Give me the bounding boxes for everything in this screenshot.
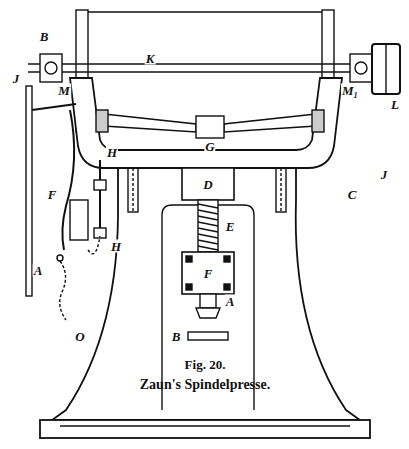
- screw-threads: [198, 204, 218, 250]
- belt-pulley: [372, 44, 400, 94]
- pulley-line: [385, 44, 386, 94]
- frame-bolts: [128, 168, 286, 212]
- thread-stroke: [198, 228, 218, 232]
- part-letter: G: [204, 140, 215, 153]
- bolt-head: [224, 256, 230, 262]
- thread-stroke: [198, 216, 218, 220]
- part-letter: O: [74, 330, 85, 343]
- part-letter: A: [33, 264, 44, 277]
- part-letter: H: [110, 240, 122, 253]
- part-letter: J: [380, 168, 389, 181]
- press-column: [52, 168, 360, 420]
- spindle-screw: [198, 200, 218, 252]
- lower-die: [188, 332, 228, 340]
- flywheel-rim: [312, 110, 324, 132]
- control-rod: [99, 160, 101, 236]
- right-bearing: [350, 54, 372, 82]
- thread-stroke: [198, 210, 218, 214]
- thread-stroke: [198, 246, 218, 250]
- ram-bolts: [186, 256, 230, 290]
- hand-lever: [26, 86, 32, 296]
- part-letter: J: [12, 72, 21, 85]
- flywheel-hub: [196, 116, 224, 138]
- bolt-head: [186, 256, 192, 262]
- chain: [88, 236, 100, 254]
- friction-discs: [76, 10, 334, 132]
- thread-stroke: [198, 222, 218, 226]
- part-letter: L: [390, 98, 400, 111]
- part-letter: M₁: [341, 84, 359, 97]
- bearing-nut: [355, 62, 367, 74]
- upper-die: [200, 294, 216, 308]
- bolt-axis: [280, 168, 281, 212]
- ram: [182, 252, 234, 294]
- shaft-edge: [28, 71, 372, 72]
- base-plate: [40, 420, 370, 438]
- bolt-head: [224, 284, 230, 290]
- upper-yoke: [70, 78, 342, 168]
- part-letter: F: [47, 188, 58, 201]
- figure-caption: Zaun's Spindelpresse.: [140, 377, 270, 393]
- disc-rim-line: [82, 11, 328, 12]
- left-bearing: [40, 54, 62, 82]
- chain: [60, 261, 66, 320]
- part-letter: B: [39, 30, 50, 43]
- control-gear: [26, 86, 106, 320]
- bolt-head: [186, 284, 192, 290]
- part-letter: B: [171, 330, 182, 343]
- bolt: [128, 168, 138, 212]
- part-letter: F: [203, 267, 214, 280]
- bearing-nut: [45, 62, 57, 74]
- lever-bracket: [70, 200, 88, 240]
- shaft-edge: [28, 63, 372, 64]
- base-line: [60, 425, 350, 426]
- chain-eye: [57, 255, 63, 261]
- lever-arm: [32, 104, 76, 110]
- flywheel: [96, 110, 324, 138]
- part-letter: E: [225, 220, 236, 233]
- flywheel-rim: [96, 110, 108, 132]
- thread-stroke: [198, 234, 218, 238]
- part-letter: C: [347, 188, 358, 201]
- rod-collar: [94, 180, 106, 190]
- bolt: [276, 168, 286, 212]
- part-letter: M: [57, 84, 71, 97]
- part-letter: H: [106, 146, 118, 159]
- figure-number: Fig. 20.: [184, 358, 227, 371]
- bolt-axis: [132, 168, 133, 212]
- die-tip: [196, 308, 220, 318]
- thread-stroke: [198, 240, 218, 244]
- part-letter: D: [202, 178, 213, 191]
- part-letter: A: [225, 295, 236, 308]
- part-letter: K: [145, 52, 156, 65]
- thread-stroke: [198, 204, 218, 208]
- spindle-nut: [182, 168, 234, 200]
